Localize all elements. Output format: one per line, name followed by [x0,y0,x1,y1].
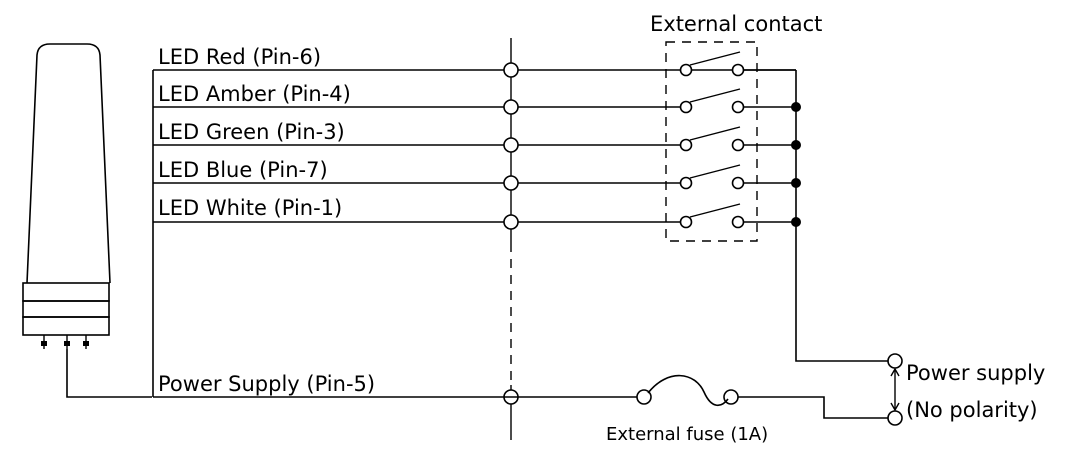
junction-green [791,140,801,150]
switch-white [679,203,796,229]
signal-tower-lamp [22,43,152,398]
common-return-line [795,70,888,362]
terminal-amber [503,99,519,115]
wire-fuse-to-supply [738,396,888,419]
terminal-red [503,62,519,78]
power-terminal-top [887,353,903,369]
led-blue-label: LED Blue (Pin-7) [158,158,328,182]
external-fuse-label: External fuse (1A) [606,424,768,445]
led-green-label: LED Green (Pin-3) [158,120,345,144]
power-supply-pin-label: Power Supply (Pin-5) [158,372,375,396]
no-polarity-label: (No polarity) [906,398,1038,422]
led-white-label: LED White (Pin-1) [158,196,342,220]
switch-green [679,126,796,152]
power-terminal-bottom [887,410,903,426]
terminal-green [503,137,519,153]
terminal-blue [503,175,519,191]
power-supply-label: Power supply [906,361,1045,385]
junction-blue [791,178,801,188]
led-red-label: LED Red (Pin-6) [158,45,321,69]
external-contact-box [665,41,758,242]
external-contact-label: External contact [650,12,822,36]
terminal-white [503,214,519,230]
junction-white [791,217,801,227]
switch-red [679,51,796,77]
switch-blue [679,164,796,190]
polarity-arrow [890,367,900,412]
connector-pins [41,335,89,349]
switch-amber [679,88,796,114]
external-fuse-symbol [636,374,739,407]
led-amber-label: LED Amber (Pin-4) [158,82,351,106]
junction-amber [791,102,801,112]
